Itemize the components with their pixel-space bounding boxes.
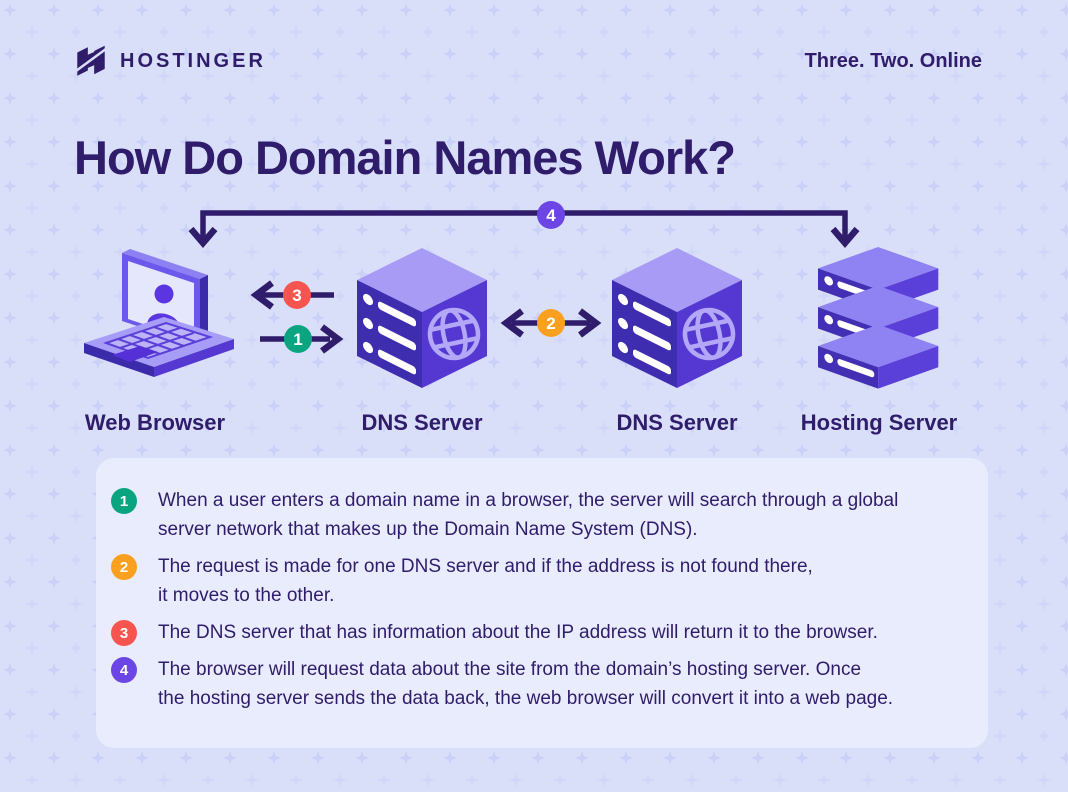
dns-server-1-icon bbox=[357, 248, 487, 388]
keyboard bbox=[102, 321, 214, 362]
step-4-number-badge: 4 bbox=[111, 657, 137, 683]
step-2-number-badge: 2 bbox=[111, 554, 137, 580]
header: HOSTINGER Three. Two. Online bbox=[72, 42, 982, 80]
label-dns-server-1: DNS Server bbox=[361, 410, 483, 435]
server-stack-icon bbox=[818, 247, 939, 389]
step1-badge: 1 bbox=[284, 325, 312, 353]
step4-badge: 4 bbox=[537, 201, 565, 229]
step4-arrow bbox=[188, 210, 860, 248]
step2-badge: 2 bbox=[537, 309, 565, 337]
step-3-text: The DNS server that has information abou… bbox=[158, 622, 878, 643]
brand-tagline: Three. Two. Online bbox=[804, 49, 982, 72]
step-row-2: 2 The request is made for one DNS server… bbox=[111, 552, 954, 610]
step-1-text: When a user enters a domain name in a br… bbox=[158, 490, 899, 540]
hostinger-logo: HOSTINGER bbox=[72, 42, 266, 80]
globe-icon bbox=[682, 307, 736, 361]
step-3-number-badge: 3 bbox=[111, 620, 137, 646]
laptop-user-icon bbox=[84, 249, 234, 377]
step-2-text: The request is made for one DNS server a… bbox=[158, 556, 813, 606]
svg-text:2: 2 bbox=[546, 314, 555, 333]
dns-server-2-icon bbox=[612, 248, 742, 388]
steps-panel: 1 When a user enters a domain name in a … bbox=[96, 458, 988, 748]
step-row-3: 3 The DNS server that has information ab… bbox=[111, 618, 954, 647]
dns-flow-diagram: 3 1 2 4 bbox=[84, 201, 958, 435]
svg-text:1: 1 bbox=[293, 330, 302, 349]
brand-wordmark: HOSTINGER bbox=[120, 49, 266, 72]
label-hosting-server: Hosting Server bbox=[801, 410, 958, 435]
step-row-1: 1 When a user enters a domain name in a … bbox=[111, 486, 954, 544]
label-web-browser: Web Browser bbox=[85, 410, 226, 435]
step-row-4: 4 The browser will request data about th… bbox=[111, 655, 954, 713]
step3-badge: 3 bbox=[283, 281, 311, 309]
page-title: How Do Domain Names Work? bbox=[74, 131, 736, 184]
svg-text:4: 4 bbox=[546, 206, 556, 225]
svg-text:3: 3 bbox=[292, 286, 301, 305]
step-1-number-badge: 1 bbox=[111, 488, 137, 514]
step-4-text: The browser will request data about the … bbox=[158, 659, 894, 709]
label-dns-server-2: DNS Server bbox=[616, 410, 738, 435]
globe-icon bbox=[427, 307, 481, 361]
hostinger-h-icon bbox=[72, 45, 110, 76]
